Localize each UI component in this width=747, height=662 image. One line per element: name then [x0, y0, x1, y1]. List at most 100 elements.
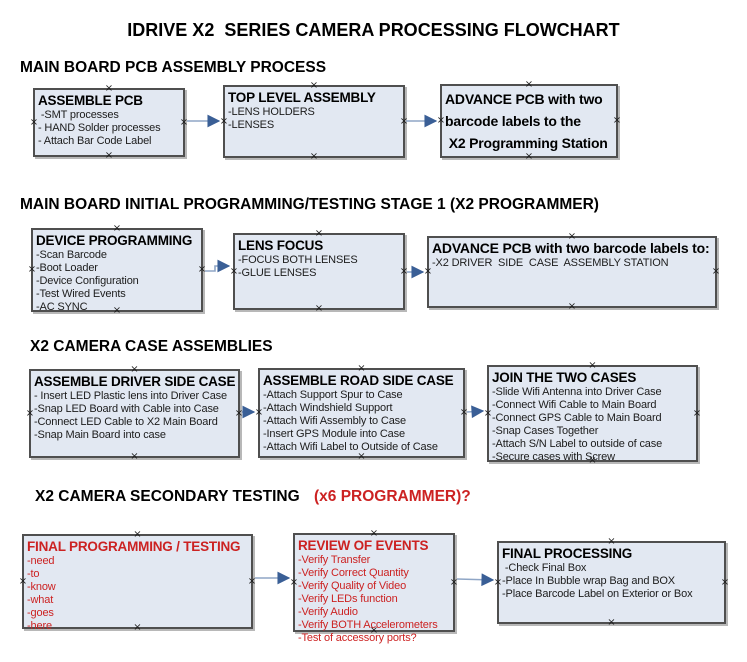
box-item: -Test Wired Events — [36, 288, 126, 300]
section-heading-secondary-testing: X2 CAMERA SECONDARY TESTING (x6 PROGRAMM… — [35, 488, 471, 506]
connection-handle: × — [18, 575, 28, 587]
box-item: -LENS HOLDERS — [228, 106, 315, 118]
connection-handle: × — [524, 151, 534, 162]
box-title: ADVANCE PCB with two barcode labels to: — [432, 240, 710, 256]
box-item: -Verify Audio — [298, 606, 358, 618]
connector-arrow — [456, 573, 495, 587]
connection-handle: × — [179, 116, 189, 128]
box-item: -Verify Quality of Video — [298, 580, 407, 592]
box-title: DEVICE PROGRAMMING — [36, 233, 193, 248]
connector-arrow — [205, 259, 231, 273]
connection-handle: × — [436, 115, 446, 126]
box-title: ADVANCE PCB with two barcode labels to t… — [445, 91, 608, 151]
connection-handle: × — [197, 264, 207, 275]
box-item: -Slide Wifi Antenna into Driver Case — [492, 386, 662, 398]
box-item: -Boot Loader — [36, 262, 98, 274]
connection-handle: × — [588, 360, 597, 371]
connection-handle: × — [247, 575, 257, 587]
box-item: -know — [27, 581, 56, 593]
box-title: ASSEMBLE PCB — [38, 93, 143, 108]
box-item: -Place Barcode Label on Exterior or Box — [502, 588, 693, 600]
box-item: -LENSES — [228, 119, 275, 131]
box-item: -Attach Windshield Support — [263, 402, 393, 414]
connection-handle: × — [289, 576, 299, 588]
box-title: ASSEMBLE ROAD SIDE CASE — [263, 373, 454, 388]
box-title: FINAL PROGRAMMING / TESTING — [27, 539, 241, 554]
box-item: -Attach S/N Label to outside of case — [492, 438, 663, 450]
section-heading-case-assemblies: X2 CAMERA CASE ASSEMBLIES — [30, 338, 273, 355]
connection-handle: × — [133, 529, 142, 540]
connection-handle: × — [112, 223, 122, 234]
connection-handle: × — [612, 115, 622, 126]
connection-handle: × — [314, 303, 324, 314]
connection-handle: × — [112, 305, 122, 316]
box-item: -Verify Correct Quantity — [298, 567, 409, 579]
box-item: -Snap LED Board with Cable into Case — [34, 403, 219, 415]
connection-handle: × — [104, 83, 114, 94]
box-item: -Snap Main Board into case — [34, 429, 166, 441]
box-item: -Secure cases with Screw — [492, 451, 615, 463]
connection-handle: × — [720, 576, 730, 588]
connection-handle: × — [607, 536, 616, 547]
page-title: IDRIVE X2 SERIES CAMERA PROCESSING FLOWC… — [127, 20, 620, 40]
connection-handle: × — [314, 228, 324, 239]
connection-handle: × — [254, 407, 264, 418]
connection-handle: × — [25, 407, 35, 419]
connection-handle: × — [234, 407, 244, 419]
box-assemble-pcb: × × × × ASSEMBLE PCB -SMT processes - HA… — [29, 84, 189, 161]
box-lens-focus: × × × × LENS FOCUS -FOCUS BOTH LENSES -G… — [229, 229, 409, 314]
connection-handle: × — [449, 576, 459, 588]
box-item: -Scan Barcode — [36, 249, 107, 261]
box-title: REVIEW OF EVENTS — [298, 538, 429, 553]
box-item: -what — [27, 594, 54, 606]
connection-handle: × — [567, 231, 577, 242]
connection-handle: × — [567, 301, 577, 312]
box-item: -Attach Wifi Assembly to Case — [263, 415, 406, 427]
box-item: -Connect GPS Cable to Main Board — [492, 412, 662, 424]
connection-handle: × — [493, 576, 503, 588]
box-item: -X2 DRIVER SIDE CASE ASSEMBLY STATION — [432, 257, 669, 269]
connection-handle: × — [483, 407, 493, 419]
box-item: -to — [27, 568, 40, 580]
connection-handle: × — [29, 116, 39, 128]
box-title: JOIN THE TWO CASES — [492, 370, 637, 385]
connection-handle: × — [133, 622, 142, 633]
box-title: TOP LEVEL ASSEMBLY — [228, 90, 376, 105]
connection-handle: × — [399, 115, 409, 127]
connection-handle: × — [711, 266, 721, 277]
box-item: -Verify LEDs function — [298, 593, 398, 605]
connection-handle: × — [588, 455, 597, 466]
box-item: -Attach Wifi Label to Outside of Case — [263, 441, 438, 453]
connection-handle: × — [369, 625, 379, 636]
box-final-processing: × × × × FINAL PROCESSING -Check Final Bo… — [493, 537, 730, 628]
box-item: -Test of accessory ports? — [298, 632, 417, 644]
box-join-the-two-cases: × × × × JOIN THE TWO CASES -Slide Wifi A… — [483, 361, 702, 466]
box-title: FINAL PROCESSING — [502, 546, 633, 561]
connection-handle: × — [104, 150, 114, 161]
connection-handle: × — [229, 265, 239, 277]
box-item: -Device Configuration — [36, 275, 139, 287]
box-item: - Attach Bar Code Label — [38, 135, 152, 147]
box-top-level-assembly: × × × × TOP LEVEL ASSEMBLY -LENS HOLDERS… — [219, 81, 409, 162]
box-item: -Attach Support Spur to Case — [263, 389, 403, 401]
box-assemble-road-side-case: × × × × ASSEMBLE ROAD SIDE CASE -Attach … — [254, 364, 469, 462]
connection-handle: × — [399, 265, 409, 277]
box-item: - HAND Solder processes — [38, 122, 161, 134]
box-item: -SMT processes — [38, 109, 119, 121]
box-item: -Place In Bubble wrap Bag and BOX — [502, 575, 675, 587]
connection-handle: × — [357, 451, 366, 462]
connection-handle: × — [459, 407, 469, 418]
connection-handle: × — [423, 266, 433, 277]
box-title: LENS FOCUS — [238, 238, 324, 253]
box-item: -need — [27, 555, 55, 567]
box-item: -Insert GPS Module into Case — [263, 428, 405, 440]
box-title: ASSEMBLE DRIVER SIDE CASE — [34, 374, 236, 389]
connection-handle: × — [219, 115, 229, 127]
section-heading-black-part: X2 CAMERA SECONDARY TESTING — [35, 488, 304, 505]
box-item: -Check Final Box — [502, 562, 587, 574]
box-item: -goes — [27, 607, 54, 619]
box-item: - Insert LED Plastic lens into Driver Ca… — [34, 390, 227, 402]
connection-handle: × — [607, 617, 616, 628]
connection-handle: × — [692, 407, 702, 419]
